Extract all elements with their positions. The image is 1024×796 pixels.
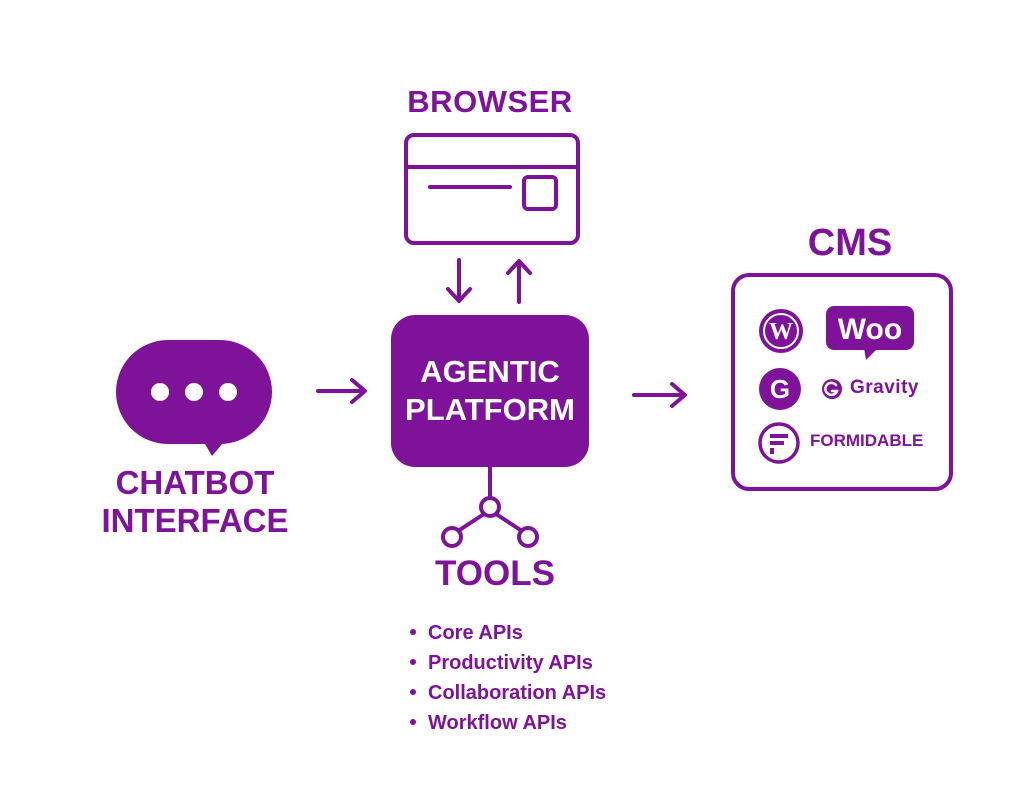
- arrow-down-icon: [446, 258, 472, 303]
- tool-item-label: Core APIs: [428, 622, 523, 644]
- agentic-platform-box: AGENTIC PLATFORM: [391, 315, 589, 467]
- tool-item-label: Workflow APIs: [428, 712, 567, 734]
- bullet-icon: [410, 718, 416, 725]
- formidable-logo-text: FORMIDABLE: [810, 431, 924, 450]
- tool-item-label: Productivity APIs: [428, 652, 593, 674]
- cms-title: CMS: [807, 222, 893, 264]
- arrow-up-icon: [506, 259, 532, 304]
- wordpress-logo-text: W: [769, 319, 793, 345]
- list-item: Collaboration APIs: [410, 678, 606, 708]
- platform-label-line2: PLATFORM: [405, 392, 575, 427]
- gravity-logo-text: Gravity: [850, 377, 919, 398]
- tools-title: TOOLS: [435, 554, 555, 593]
- arrow-right-icon: [316, 378, 367, 404]
- woo-logo-text: Woo: [838, 313, 902, 346]
- browser-window-icon: [404, 133, 580, 245]
- g-logo-text: G: [770, 374, 790, 404]
- bullet-icon: [410, 628, 416, 635]
- cms-box: [731, 273, 953, 491]
- chatbot-label: CHATBOT INTERFACE: [60, 464, 330, 540]
- browser-title: BROWSER: [407, 84, 573, 119]
- list-item: Workflow APIs: [410, 708, 606, 738]
- chatbot-label-line2: INTERFACE: [101, 502, 289, 539]
- network-icon: [441, 465, 539, 548]
- wordpress-icon: W: [759, 309, 803, 353]
- gravity-icon: [822, 379, 842, 399]
- g-logo-icon: G: [759, 368, 801, 410]
- speech-bubble-icon: [116, 340, 272, 456]
- tool-item-label: Collaboration APIs: [428, 682, 607, 704]
- bullet-icon: [410, 688, 416, 695]
- tools-list: Core APIs Productivity APIs Collaboratio…: [410, 618, 606, 738]
- list-item: Productivity APIs: [410, 648, 606, 678]
- list-item: Core APIs: [410, 618, 606, 648]
- arrow-right-icon: [632, 382, 687, 408]
- chatbot-label-line1: CHATBOT: [115, 464, 275, 501]
- formidable-icon: [758, 422, 800, 464]
- woo-icon: Woo: [826, 306, 914, 360]
- bullet-icon: [410, 658, 416, 665]
- platform-label-line1: AGENTIC: [420, 354, 560, 389]
